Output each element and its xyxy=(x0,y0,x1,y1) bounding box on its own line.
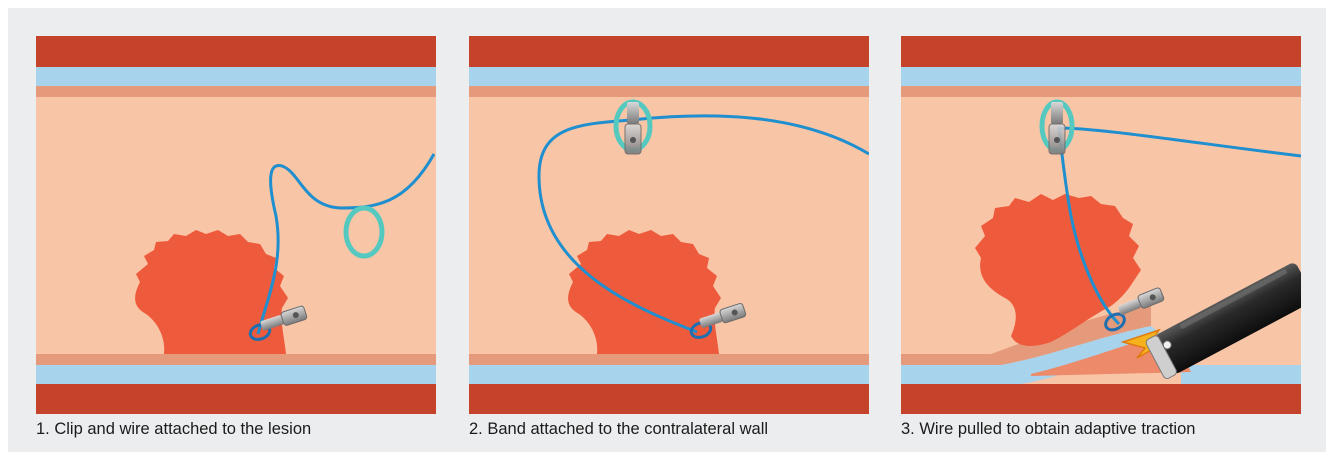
panel-2-illustration xyxy=(469,36,869,414)
bottom-wall xyxy=(469,354,869,414)
panel-3-caption: 3. Wire pulled to obtain adaptive tracti… xyxy=(901,420,1321,439)
panel-1 xyxy=(36,36,436,414)
top-wall xyxy=(36,36,436,97)
top-wall xyxy=(469,36,869,97)
panel-1-illustration xyxy=(36,36,436,414)
panel-3 xyxy=(901,36,1301,414)
wall-clip-icon xyxy=(1049,102,1065,154)
wall-clip-icon xyxy=(625,102,641,154)
panel-3-illustration xyxy=(901,36,1301,414)
panel-2-caption: 2. Band attached to the contralateral wa… xyxy=(469,420,889,439)
panel-2 xyxy=(469,36,869,414)
panel-1-caption: 1. Clip and wire attached to the lesion xyxy=(36,420,456,439)
top-wall xyxy=(901,36,1301,97)
bottom-wall xyxy=(36,354,436,414)
